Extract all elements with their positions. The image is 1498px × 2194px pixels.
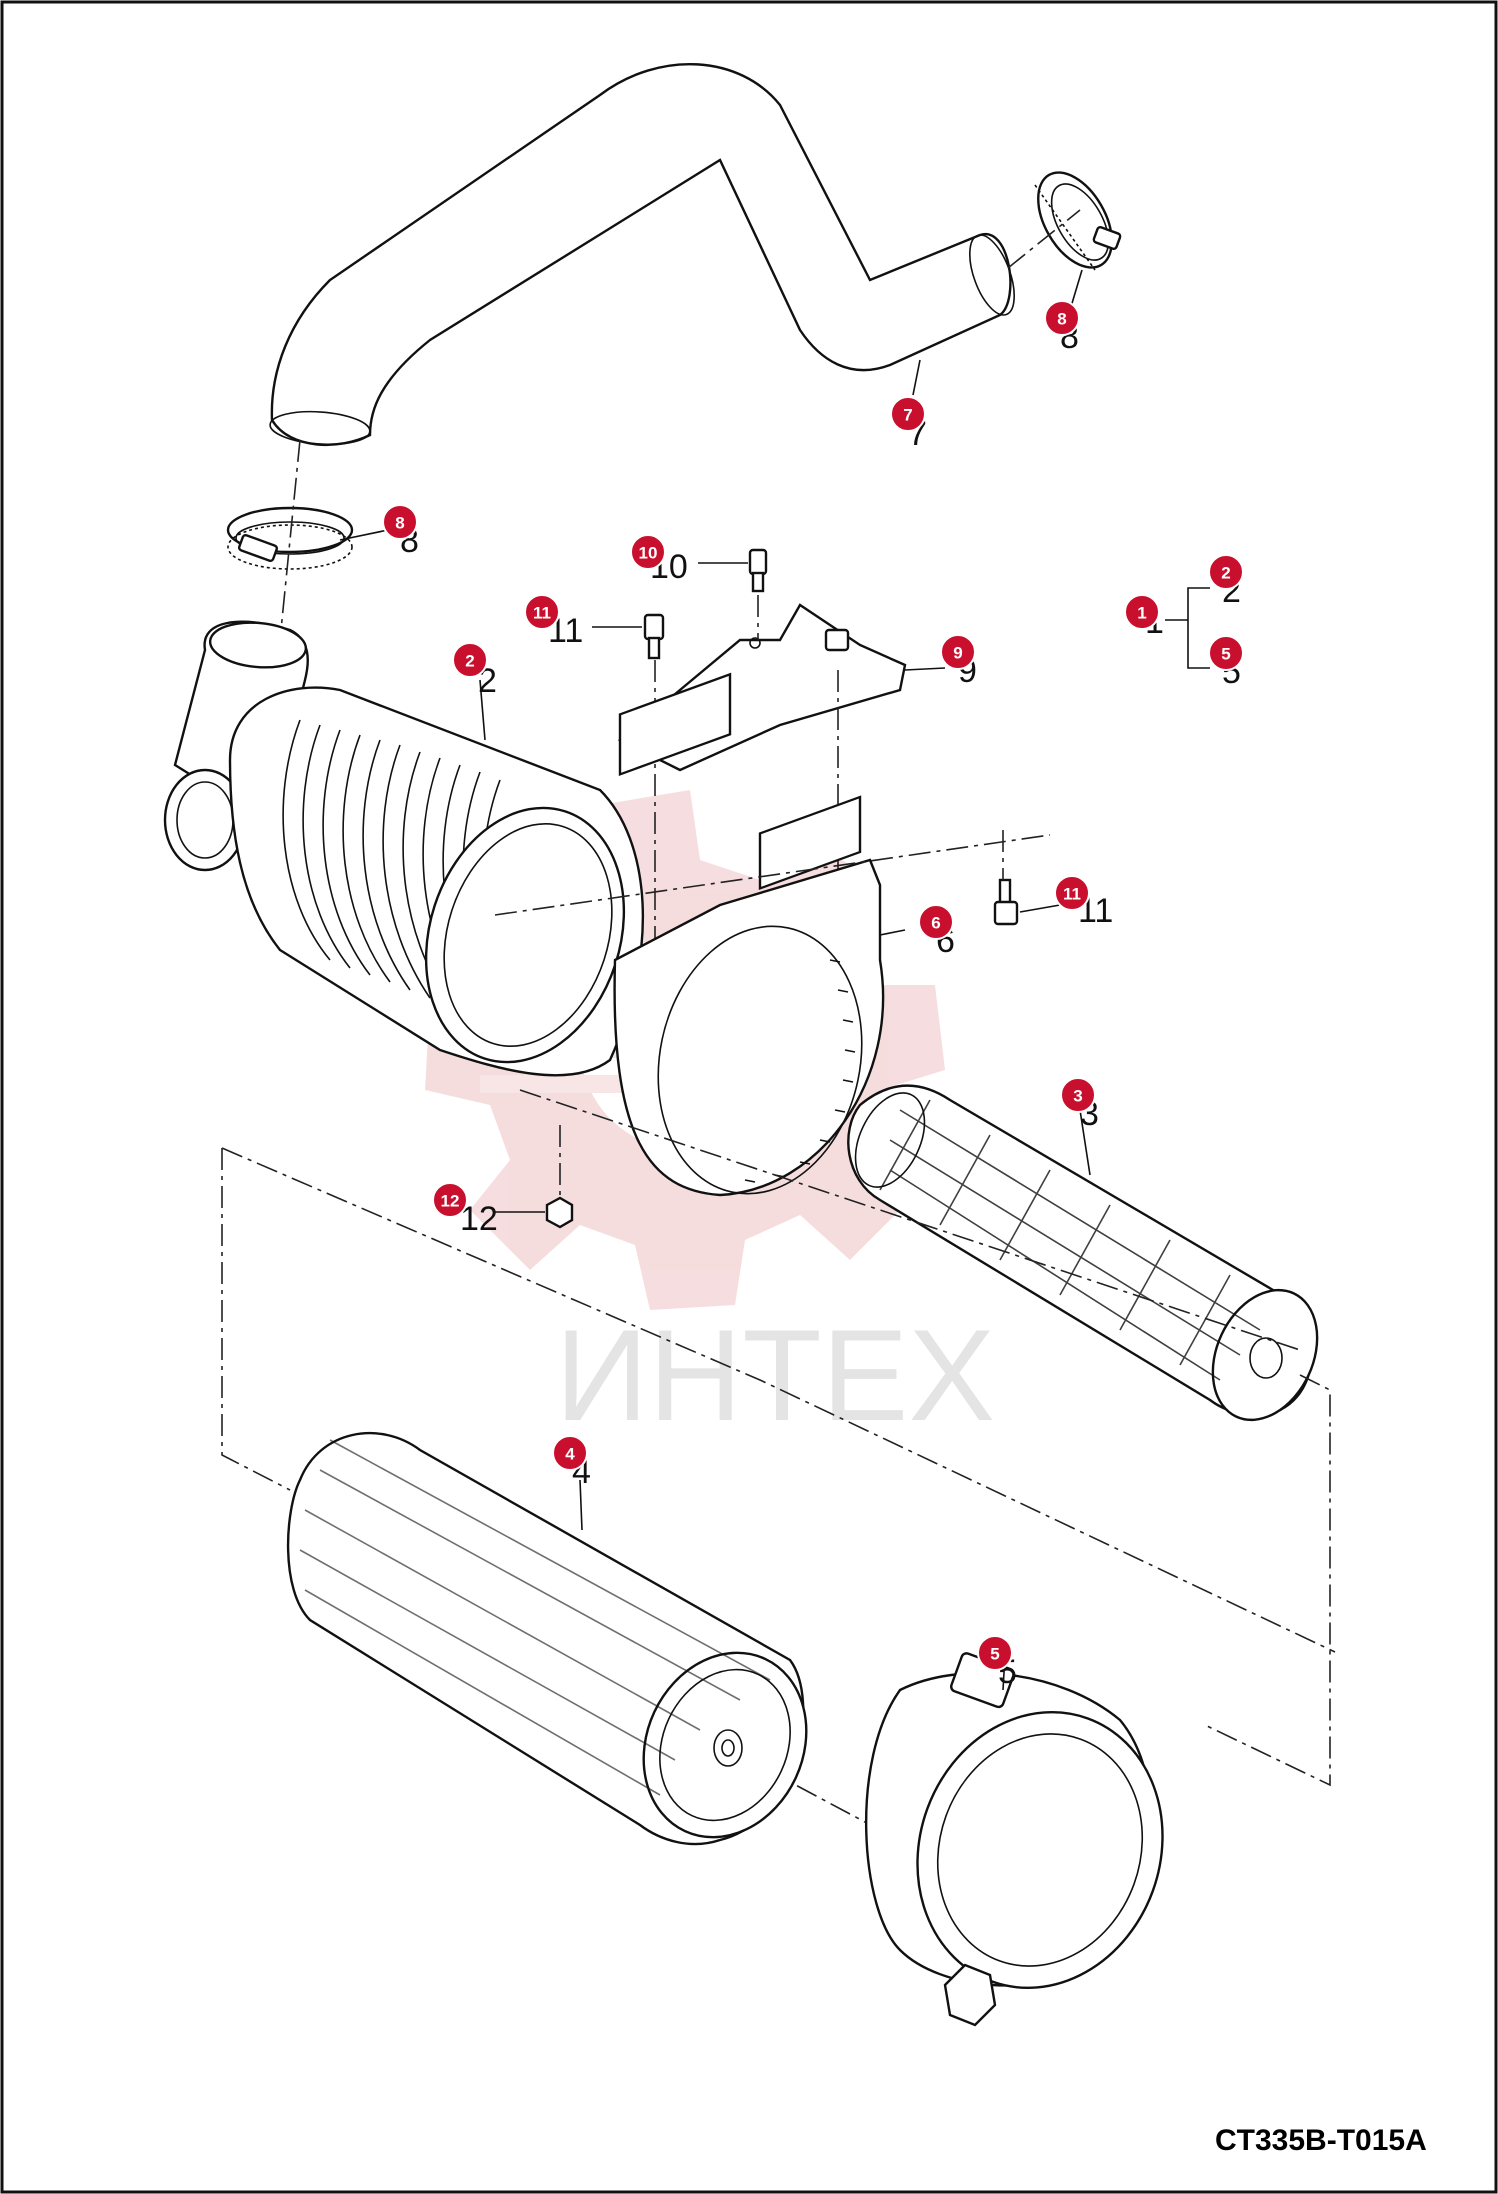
c-12-badge-circle [432,1182,468,1218]
c-7-badge-circle [890,396,926,432]
hose-clamp-left [226,506,354,570]
c-9-badge-number: 9 [953,644,962,663]
c-6-badge-number: 6 [931,914,940,933]
c-12-badge: 12 [432,1182,468,1218]
assembly-child-2-badge-circle [1208,554,1244,590]
bolt-11-left [643,613,665,660]
drawing-code: CT335B-T015A [1215,2124,1427,2157]
c-8-left-badge-circle [382,504,418,540]
c-11-left-badge: 11 [524,594,560,630]
c-5-main-badge: 5 [977,1635,1013,1671]
c-11-right-badge-circle [1054,875,1090,911]
c-2-main-badge: 2 [452,642,488,678]
c-11-right-badge-number: 11 [1063,885,1081,904]
c-10-badge-number: 10 [639,544,658,563]
end-cover [865,1652,1164,2027]
air-filter-housing [163,620,645,1077]
c-6-badge: 6 [918,904,954,940]
c-11-left-badge-number: 11 [533,604,551,623]
watermark-text: ИНТЕХ [555,1302,995,1448]
c-5-main-badge-circle [977,1635,1013,1671]
c-4-badge: 4 [552,1435,588,1471]
c-7-badge: 7 [890,396,926,432]
c-5-main-badge-number: 5 [990,1645,999,1664]
leader-lines [339,269,1091,1691]
c-4-badge-circle [552,1435,588,1471]
hose-clamp-top [1034,171,1122,271]
bolt-10 [748,548,768,593]
c-2-main-badge-circle [452,642,488,678]
assembly-badge-circle [1124,594,1160,630]
mounting-band [613,672,885,1197]
c-8-top-badge-number: 8 [1057,310,1066,329]
c-9-badge-circle [940,634,976,670]
bolt-11-right [993,878,1019,926]
assembly-child-5-badge-number: 5 [1221,645,1230,664]
c-3-badge: 3 [1060,1077,1096,1113]
c-8-left-badge-number: 8 [395,514,404,533]
c-3-badge-circle [1060,1077,1096,1113]
nut-12 [545,1196,574,1229]
assembly-child-2-badge-number: 2 [1221,564,1230,583]
assembly-badge-number: 1 [1137,604,1146,623]
assembly-child-2-badge: 2 [1208,554,1244,590]
c-7-badge-number: 7 [903,406,912,425]
c-4-badge-number: 4 [565,1445,575,1464]
c-8-left-badge: 8 [382,504,418,540]
assembly-child-5-badge-circle [1208,635,1244,671]
c-6-badge-circle [918,904,954,940]
c-9-badge: 9 [940,634,976,670]
inner-filter-element [847,1084,1319,1422]
c-3-badge-number: 3 [1073,1087,1082,1106]
c-10-badge: 10 [630,534,666,570]
c-10-badge-circle [630,534,666,570]
c-12-badge-number: 12 [441,1192,460,1211]
c-8-top-badge-circle [1044,300,1080,336]
assembly-bracket [1165,587,1210,669]
c-8-top-badge: 8 [1044,300,1080,336]
c-11-right-badge: 11 [1054,875,1090,911]
callouts: 8877881010111199226611113312124455112255 [382,300,1244,1691]
c-2-main-badge-number: 2 [465,652,474,671]
assembly-child-5-badge: 5 [1208,635,1244,671]
c-11-left-badge-circle [524,594,560,630]
outer-filter-element [286,1431,808,1846]
intake-hose [269,62,1015,446]
assembly-badge: 1 [1124,594,1160,630]
